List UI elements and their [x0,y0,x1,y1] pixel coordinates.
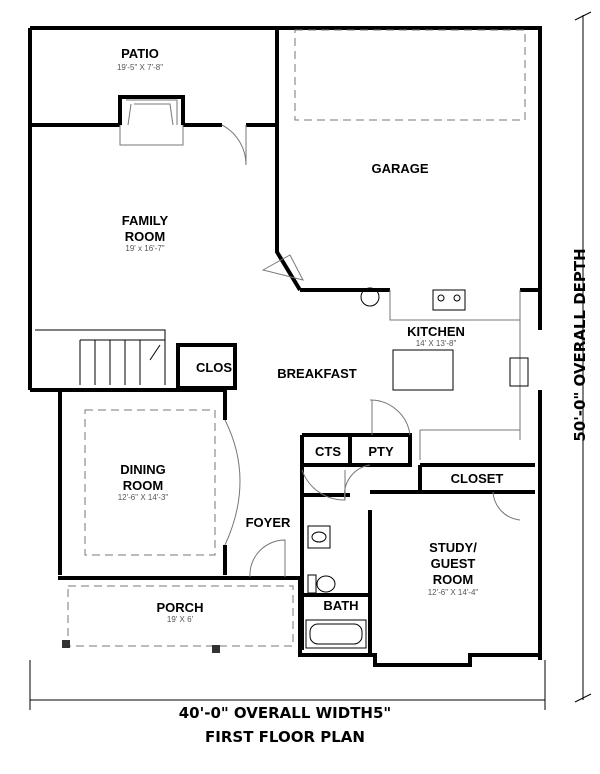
patio-label: PATIO [121,46,159,61]
kitchen-size: 14' X 13'-8" [416,339,457,348]
study-label-2: GUEST [431,556,476,571]
dining-room-label-1: DINING [120,462,166,477]
family-room-size: 19' x 16'-7" [125,244,164,253]
garage-label: GARAGE [371,161,428,176]
patio-size: 19'-5" X 7'-8" [117,63,163,72]
bath-label: BATH [323,598,358,613]
foyer-label: FOYER [246,515,291,530]
study-size: 12'-6" X 14'-4" [428,588,479,597]
walls [28,26,542,667]
overall-depth-label: 50'-0" OVERALL DEPTH [571,248,589,441]
study-label-1: STUDY/ [429,540,477,555]
pty-label: PTY [368,444,394,459]
clos-label: CLOS [196,360,232,375]
plan-title: FIRST FLOOR PLAN [205,728,365,746]
dining-room-label-2: ROOM [123,478,163,493]
details [35,29,529,653]
kitchen-label: KITCHEN [407,324,465,339]
porch-label: PORCH [157,600,204,615]
breakfast-label: BREAKFAST [277,366,357,381]
closet-label: CLOSET [451,471,504,486]
overall-width-label: 40'-0" OVERALL WIDTH5" [179,704,391,722]
family-room-label-2: ROOM [125,229,165,244]
porch-size: 19' X 6' [167,615,194,624]
dining-room-size: 12'-6" X 14'-3" [118,493,169,502]
dimension-lines [29,11,592,710]
cts-label: CTS [315,444,341,459]
study-label-3: ROOM [433,572,473,587]
family-room-label-1: FAMILY [122,213,169,228]
